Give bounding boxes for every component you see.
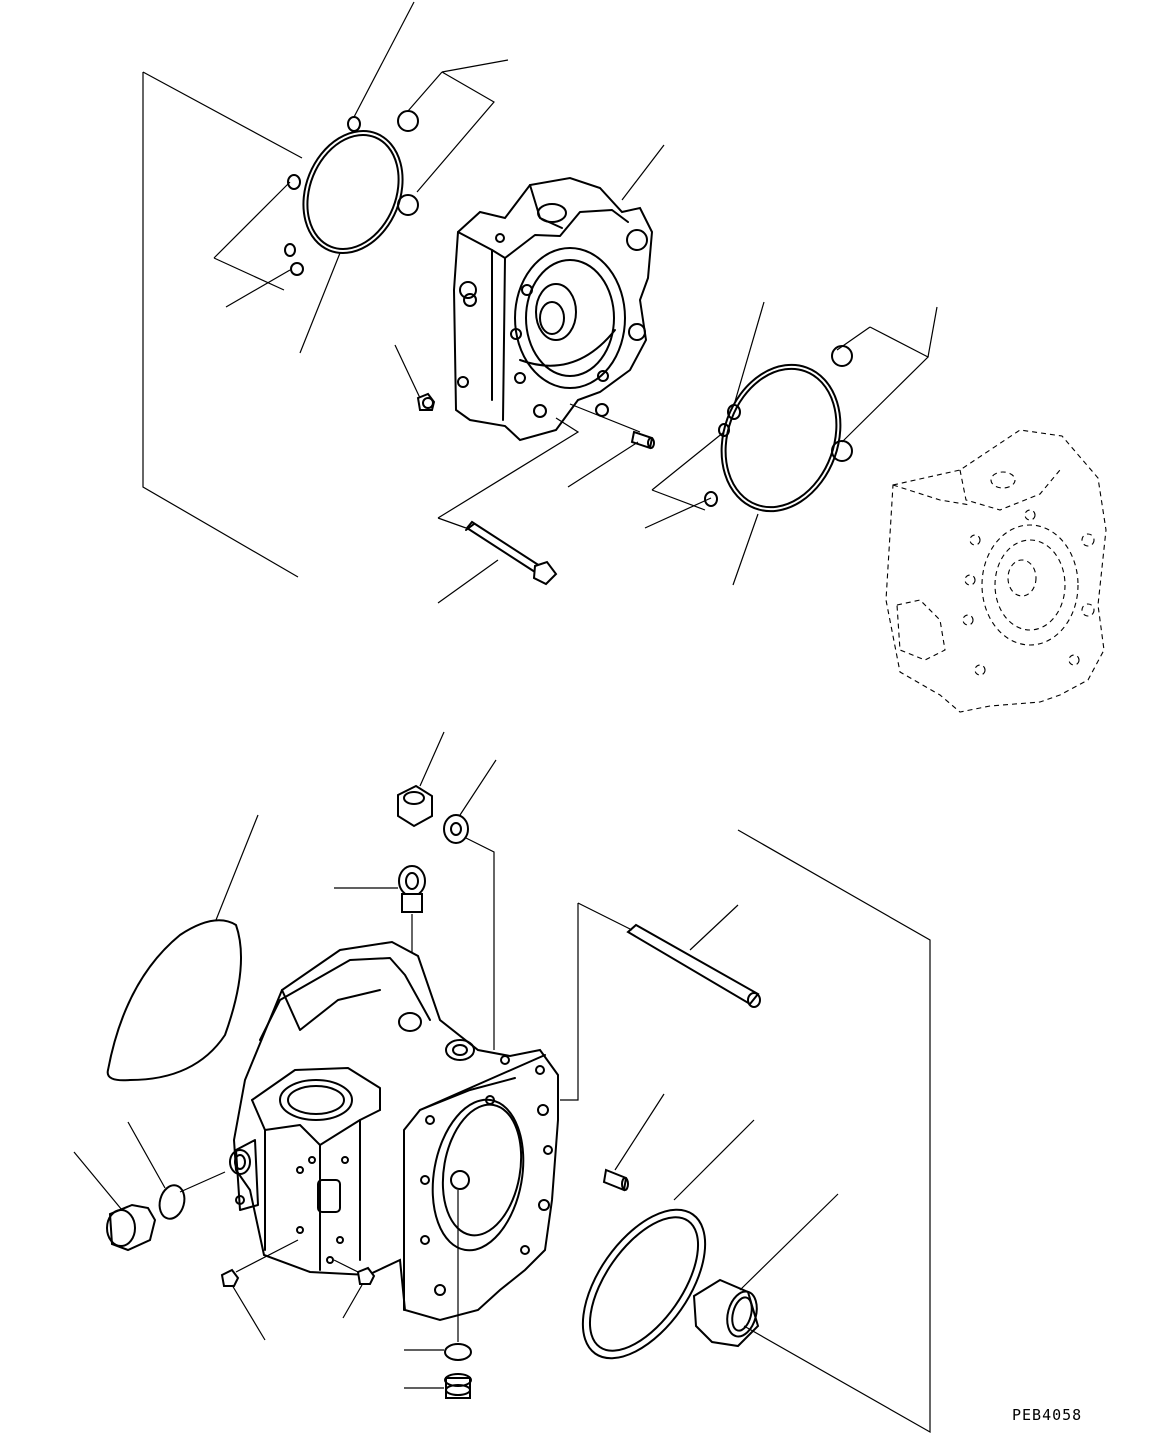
diagram-code-label: PEB4058: [1012, 1406, 1083, 1424]
nut: [397, 731, 445, 828]
dowel-pin-upper: [567, 403, 655, 488]
side-plug: [73, 1151, 157, 1252]
through-bolt: [437, 417, 580, 604]
lower-group-frame: [737, 829, 931, 1434]
upper-left-leader-lines: [213, 1, 509, 354]
dowel-pin-lower: [602, 1093, 665, 1192]
needle-bearing: [692, 1193, 839, 1348]
housing-leader-line: [621, 144, 665, 201]
bottom-plug-left: [220, 1239, 299, 1341]
oil-seal-ring: [581, 1119, 755, 1360]
right-o-ring-large: [704, 345, 853, 513]
drain-o-ring: [404, 1190, 472, 1361]
right-leader-lines: [644, 301, 938, 586]
upper-valve-housing: [452, 176, 654, 442]
drain-plug: [404, 1373, 472, 1399]
upper-o-ring-large: [302, 129, 404, 255]
lower-large-o-ring: [106, 814, 259, 1082]
long-stud: [560, 902, 761, 1101]
phantom-housing: [885, 429, 1107, 713]
plug-small: [394, 344, 436, 411]
lower-pump-case: [229, 940, 559, 1322]
side-o-ring: [127, 1121, 226, 1220]
washer: [443, 759, 497, 1050]
bottom-plug-right: [333, 1259, 376, 1319]
upper-seal-group-frame: [142, 71, 303, 578]
